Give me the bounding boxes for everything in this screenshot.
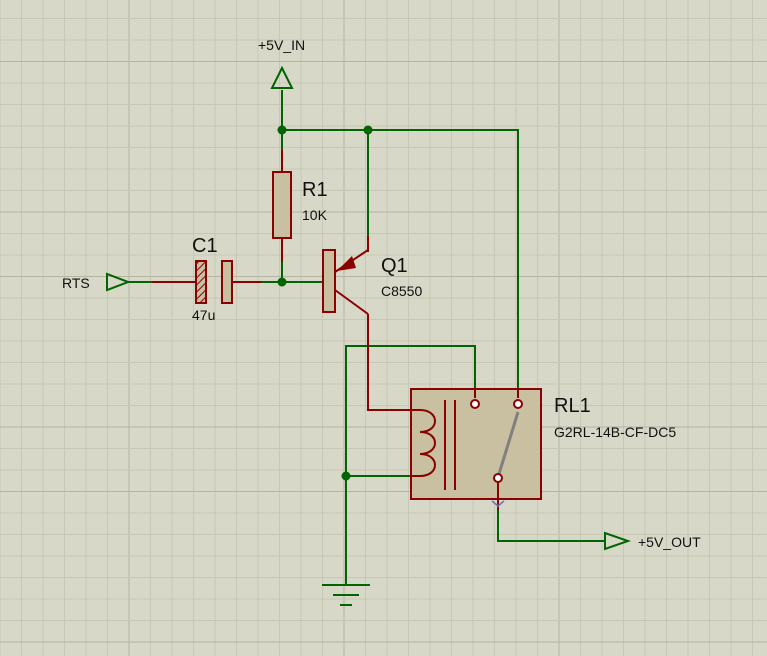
rl1-nc-contact xyxy=(470,399,480,409)
r1-body xyxy=(272,171,292,239)
rl1-common-contact xyxy=(493,473,503,483)
c1-plate-negative xyxy=(221,260,233,304)
junction-dot xyxy=(341,471,351,481)
rts-terminal[interactable]: RTS xyxy=(62,272,196,292)
rl1-switch-arm xyxy=(497,411,520,475)
ground-symbol[interactable] xyxy=(322,584,370,606)
junction-dot xyxy=(277,125,287,135)
q1-transistor[interactable]: Q1 C8550 xyxy=(322,236,422,411)
wires xyxy=(262,90,605,585)
q1-collector-leg xyxy=(334,289,369,315)
c1-value: 47u xyxy=(192,307,215,323)
supply-out-terminal[interactable]: +5V_OUT xyxy=(604,531,701,551)
q1-emitter-arrow-icon xyxy=(337,256,356,271)
supply-out-arrow-icon xyxy=(604,531,632,551)
junctions xyxy=(277,125,373,481)
q1-value: C8550 xyxy=(381,283,422,299)
c1-capacitor[interactable]: C1 47u xyxy=(192,235,262,323)
rl1-coil-icon xyxy=(411,409,436,477)
supply-out-label: +5V_OUT xyxy=(638,534,701,550)
rl1-pin-marker-icon xyxy=(491,500,505,507)
r1-resistor[interactable]: R1 10K xyxy=(272,150,328,262)
junction-dot xyxy=(277,277,287,287)
q1-collector-pin xyxy=(367,314,410,411)
supply-in-label: +5V_IN xyxy=(258,37,305,53)
c1-plate-positive xyxy=(195,260,207,304)
supply-in-terminal[interactable]: +5V_IN xyxy=(258,37,305,89)
rl1-ref: RL1 xyxy=(554,395,591,417)
q1-base-bar xyxy=(322,249,336,313)
rl1-value: G2RL-14B-CF-DC5 xyxy=(554,424,676,440)
supply-in-arrow-icon xyxy=(270,65,294,89)
wire-ground-loop[interactable] xyxy=(345,345,476,585)
c1-ref: C1 xyxy=(192,235,218,257)
r1-ref: R1 xyxy=(302,179,328,201)
q1-ref: Q1 xyxy=(381,255,408,277)
rl1-no-contact xyxy=(513,399,523,409)
rl1-relay[interactable]: RL1 G2RL-14B-CF-DC5 xyxy=(410,388,676,510)
junction-dot xyxy=(363,125,373,135)
r1-value: 10K xyxy=(302,207,328,223)
wire-top-rail[interactable] xyxy=(282,129,519,390)
rts-arrow-icon xyxy=(106,272,131,292)
rts-label: RTS xyxy=(62,275,90,291)
wire-output[interactable] xyxy=(497,510,605,542)
